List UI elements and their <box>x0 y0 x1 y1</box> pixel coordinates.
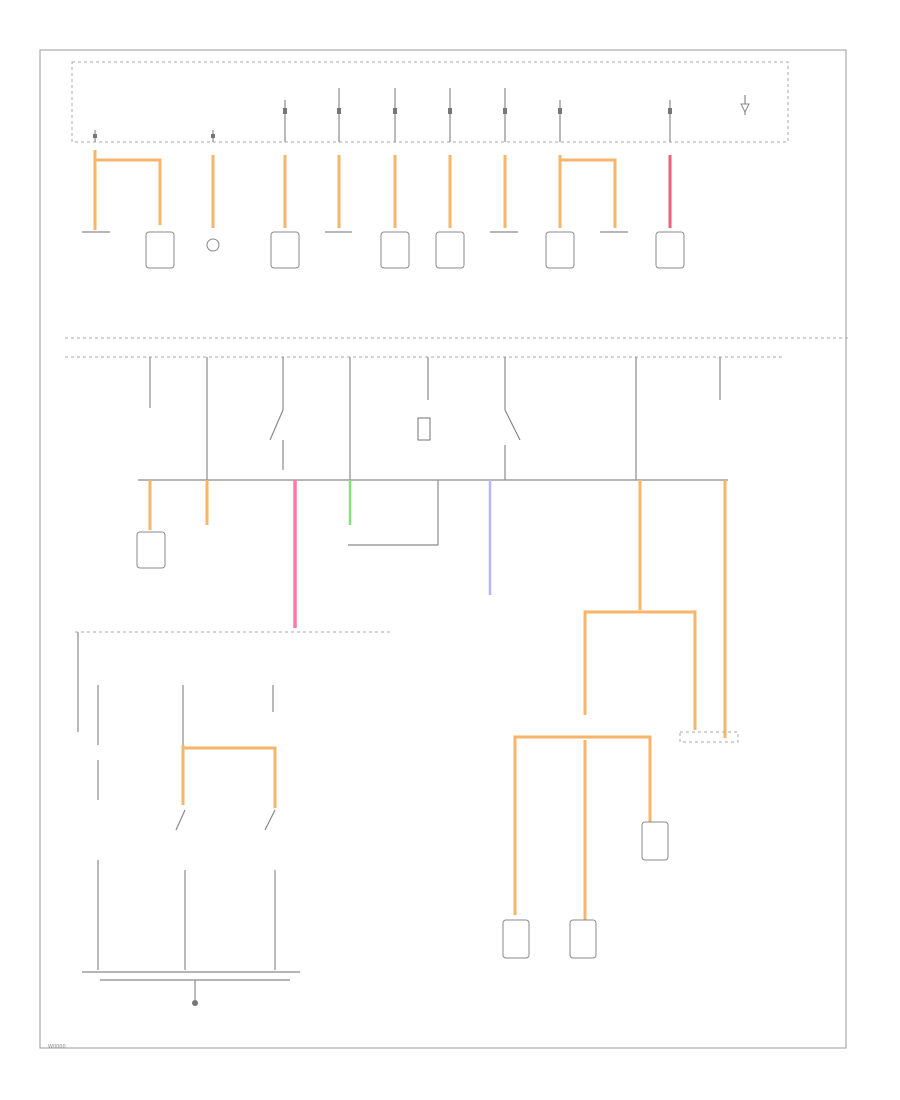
top-component-row <box>145 231 685 269</box>
figure-code: W0000 <box>48 1044 66 1050</box>
bottom-section: W0000 <box>48 610 739 1050</box>
middle-fuse-block-section <box>65 356 785 738</box>
top-fuse-block-section <box>71 61 789 269</box>
underhood-fuse-block-outline <box>71 61 789 143</box>
diagram-border <box>39 49 847 1049</box>
